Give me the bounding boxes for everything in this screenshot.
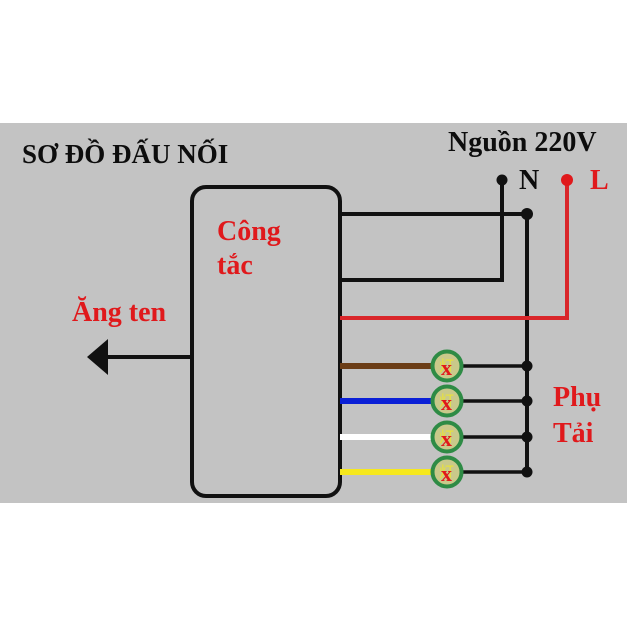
output-channel-3: 灯x [340, 420, 533, 454]
lamp-x-mark: x [441, 355, 452, 380]
output-channel-2: 灯x [340, 384, 533, 418]
lamp-glyph: 灯 [439, 463, 454, 481]
lamp-glyph: 灯 [439, 428, 454, 446]
neutral-junction-dot [521, 208, 533, 220]
live-terminal-dot [561, 174, 573, 186]
lamp-icon: 灯x [430, 455, 464, 489]
live-wiring [340, 174, 573, 320]
switch-box [190, 185, 342, 498]
bus-junction-dot [521, 431, 533, 443]
lamp-x-mark: x [441, 461, 452, 486]
switch-label-line2: tắc [217, 250, 253, 281]
output-channel-1: 灯x [340, 349, 533, 383]
antenna-arrow-icon [87, 339, 108, 375]
neutral-terminal-dot [496, 174, 508, 186]
lamp-icon: 灯x [430, 420, 464, 454]
antenna-label: Ăng ten [72, 297, 167, 328]
neutral-wiring [340, 174, 533, 472]
load-label-line1: Phụ [553, 382, 601, 413]
bus-junction-dot [521, 395, 533, 407]
output-channel-4: 灯x [340, 455, 533, 489]
lamp-x-mark: x [441, 426, 452, 451]
bus-junction-dot [521, 360, 533, 372]
load-label-line2: Tải [553, 418, 594, 449]
diagram-title: SƠ ĐỒ ĐẤU NỐI [22, 138, 228, 169]
lamp-x-mark: x [441, 390, 452, 415]
neutral-label: N [519, 165, 539, 196]
live-label: L [590, 165, 609, 196]
lamp-glyph: 灯 [439, 357, 454, 375]
lamp-glyph: 灯 [439, 392, 454, 410]
live-wire [340, 180, 569, 320]
power-source-label: Nguồn 220V [448, 127, 597, 158]
bus-junction-dot [521, 466, 533, 478]
lamp-icon: 灯x [430, 349, 464, 383]
switch-label-line1: Công [217, 216, 281, 247]
lamp-icon: 灯x [430, 384, 464, 418]
